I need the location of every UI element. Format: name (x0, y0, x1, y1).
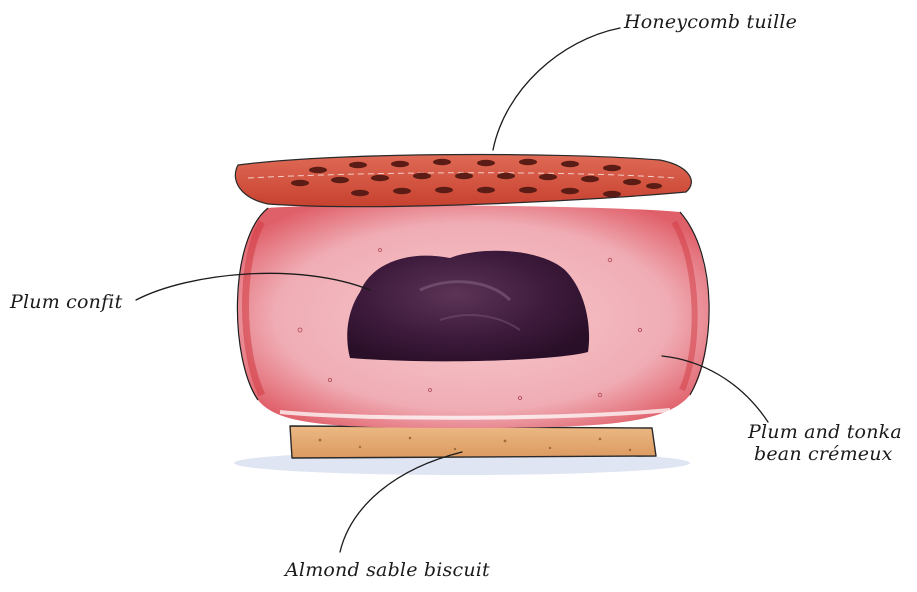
label-plum-confit-text: Plum confit (10, 291, 122, 313)
label-cremeux-line1: Plum and tonka (748, 421, 902, 443)
label-honeycomb-tuille-text: Honeycomb tuille (624, 11, 797, 33)
honeycomb-tuille (235, 155, 691, 207)
label-cremeux-line2: bean crémeux (748, 444, 902, 466)
label-almond-sable-biscuit-text: Almond sable biscuit (285, 559, 490, 581)
label-almond-sable-biscuit: Almond sable biscuit (285, 560, 490, 582)
almond-sable-biscuit (290, 426, 656, 458)
plum-confit (347, 251, 589, 362)
label-honeycomb-tuille: Honeycomb tuille (624, 12, 797, 34)
leader-line-tuille (493, 28, 620, 150)
label-plum-confit: Plum confit (10, 292, 122, 314)
label-plum-tonka-cremeux: Plum and tonka bean crémeux (748, 422, 902, 466)
